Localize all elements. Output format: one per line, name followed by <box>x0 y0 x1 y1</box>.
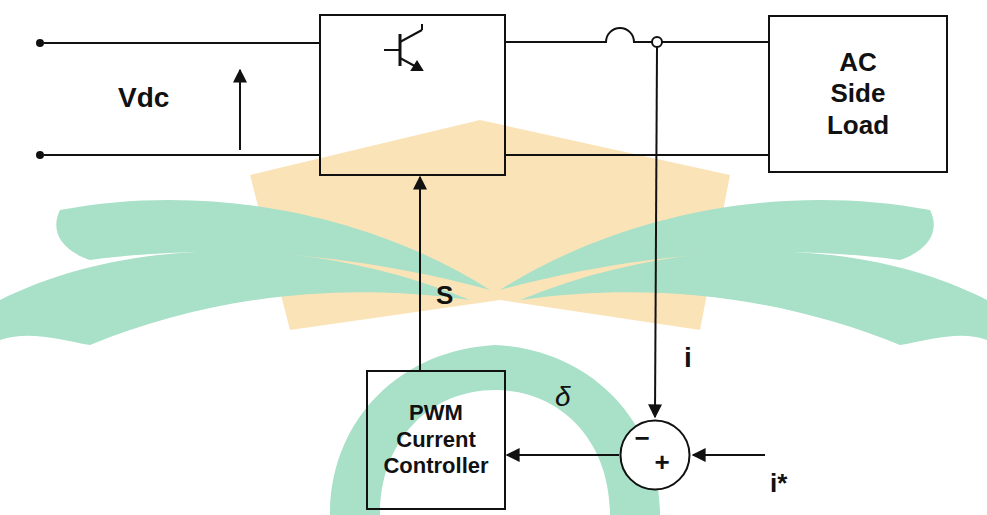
signal-name: S <box>436 282 453 308</box>
inverter-box <box>320 15 505 175</box>
voltage-label: Vdc <box>118 84 169 112</box>
dc-wire <box>44 154 320 156</box>
voltage-arrow <box>239 70 241 150</box>
watermark-swoosh <box>56 200 490 290</box>
signal-name: i* <box>770 470 787 496</box>
watermark-arch <box>330 345 660 515</box>
transistor-symbol <box>384 24 422 70</box>
summing-junction: −+ <box>619 419 691 491</box>
wiring <box>44 15 768 455</box>
terminals <box>36 39 44 159</box>
terminal-dot <box>36 39 44 47</box>
signal-arrow <box>507 454 619 456</box>
watermark <box>0 120 987 515</box>
ac-wire <box>505 28 652 42</box>
dc-wire <box>44 42 320 44</box>
sign-mark: − <box>633 423 651 453</box>
sign-mark: + <box>653 447 671 477</box>
signal-name: δ <box>555 383 571 411</box>
terminal-dot <box>36 151 44 159</box>
box-text: PWM Current Controller <box>383 400 488 479</box>
box-text: AC Side Load <box>827 47 889 141</box>
ac-wire <box>505 154 768 156</box>
feedback-line <box>655 47 657 417</box>
load-box: AC Side Load <box>768 15 948 173</box>
watermark-swoosh <box>500 200 934 290</box>
sense-point <box>652 37 662 47</box>
controller-box: PWM Current Controller <box>366 370 506 510</box>
switching-signal-line <box>419 177 421 370</box>
signal-name: i <box>684 344 692 372</box>
ac-wire <box>662 41 768 43</box>
reference-line <box>693 454 765 456</box>
